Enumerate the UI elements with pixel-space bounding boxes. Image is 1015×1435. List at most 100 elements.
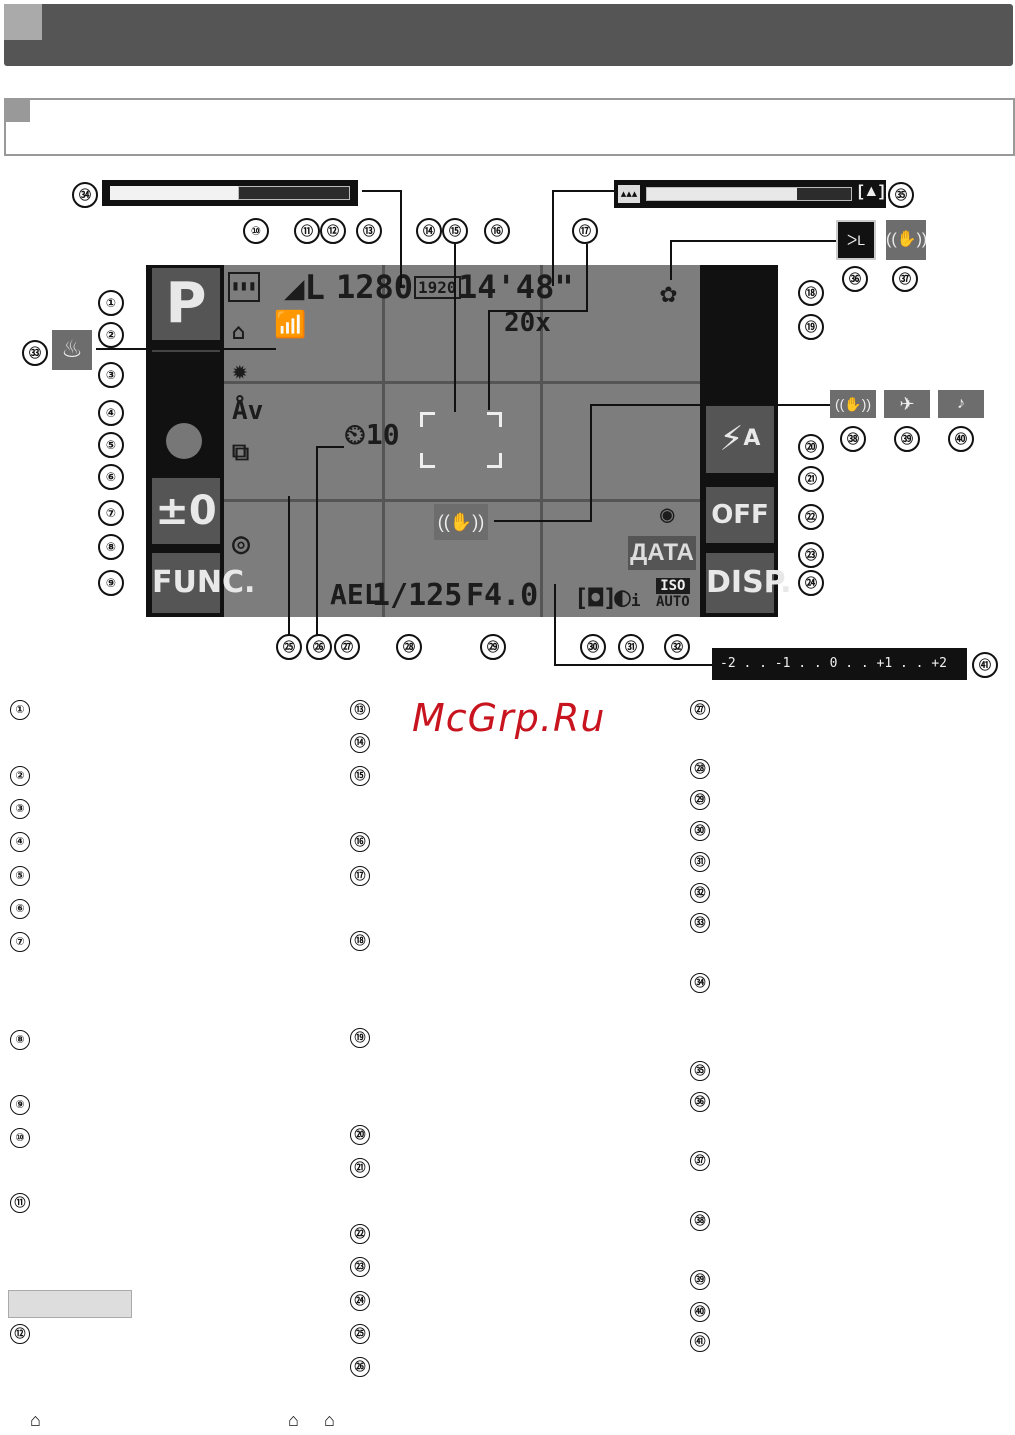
callout-11: ⑪ — [294, 218, 320, 244]
legend-number: ⑪ — [10, 1193, 30, 1213]
blink-detection-icon: ᐳL — [836, 220, 876, 260]
legend-number: ㉓ — [350, 1257, 370, 1277]
compression-icon: ◢L — [284, 268, 325, 308]
callout-2: ② — [98, 322, 124, 348]
wifi-icon: 📶 — [274, 310, 307, 340]
callout-36: ㊱ — [842, 266, 868, 292]
aperture-value: F4.0 — [466, 578, 539, 613]
camera-orientation-icon: ⌂ — [288, 1410, 299, 1430]
leader-line — [400, 190, 402, 288]
leader-line — [454, 244, 456, 412]
section-header-marker — [4, 98, 30, 122]
legend-number: ① — [10, 700, 30, 720]
callout-19: ⑲ — [798, 314, 824, 340]
exposure-comp-value: ±0 — [155, 488, 217, 534]
metering-icon: [◘] — [574, 584, 618, 612]
legend-number: ④ — [10, 832, 30, 852]
grid-line-v1 — [382, 265, 385, 617]
legend-number: ㉝ — [690, 913, 710, 933]
camera-shake-warning-icon: ((✋)) — [434, 504, 488, 540]
camera-orientation-icon: ⌂ — [232, 320, 246, 345]
camera-orientation-icon: ⌂ — [324, 1410, 335, 1430]
callout-9: ⑨ — [98, 570, 124, 596]
leader-line — [586, 244, 588, 310]
callout-6: ⑥ — [98, 464, 124, 490]
legend-number: ⑧ — [10, 1030, 30, 1050]
leader-line — [552, 190, 554, 286]
legend-number: ㉖ — [350, 1357, 370, 1377]
lamp-icon: ♨ — [52, 330, 92, 370]
callout-16: ⑯ — [484, 218, 510, 244]
shutter-button[interactable] — [166, 423, 202, 459]
leader-line — [494, 520, 592, 522]
disp-button[interactable]: DISP. — [706, 553, 792, 613]
callout-14: ⑭ — [416, 218, 442, 244]
callout-28: ㉘ — [396, 634, 422, 660]
leader-line — [590, 404, 592, 520]
callout-30: ㉚ — [580, 634, 606, 660]
legend-number: ㊴ — [690, 1270, 710, 1290]
legend-number: ㊶ — [690, 1332, 710, 1352]
focus-range-bar: ▴▴▴ [▲] — [614, 180, 886, 208]
callout-21: ㉑ — [798, 466, 824, 492]
callout-35: ㉟ — [888, 182, 914, 208]
callout-3: ③ — [98, 362, 124, 388]
red-eye-icon: ◉ — [660, 500, 675, 528]
callout-5: ⑤ — [98, 432, 124, 458]
leader-line — [96, 348, 276, 350]
callout-31: ㉛ — [618, 634, 644, 660]
callout-17: ⑰ — [572, 218, 598, 244]
touch-shutter-label: OFF — [711, 500, 769, 530]
infinity-mountain-icon: [▲] — [858, 183, 885, 200]
leader-line — [554, 584, 556, 666]
func-button[interactable]: FUNC. — [152, 553, 255, 613]
callout-22: ㉒ — [798, 504, 824, 530]
legend-number: ⑰ — [350, 866, 370, 886]
legend-number: ③ — [10, 799, 30, 819]
callout-37: ㊲ — [892, 266, 918, 292]
legend-number: ⑳ — [350, 1125, 370, 1145]
legend-number: ⑨ — [10, 1095, 30, 1115]
leader-line — [670, 240, 672, 280]
flash-button[interactable]: ⚡A — [706, 405, 774, 473]
macro-tulip-icon: ✿ — [660, 276, 677, 309]
shutter-speed: 1/125 — [372, 578, 463, 613]
legend-number: ㉟ — [690, 1061, 710, 1081]
callout-34: ㉞ — [72, 182, 98, 208]
callout-40: ㊵ — [948, 426, 974, 452]
drive-mode-icon: ⧉ — [232, 438, 250, 466]
callout-10: ⑩ — [243, 218, 269, 244]
remaining-time: 14'48" — [458, 268, 574, 306]
leader-line — [316, 446, 318, 636]
callout-26: ㉖ — [306, 634, 332, 660]
callout-24: ㉔ — [798, 570, 824, 596]
legend-number: ⑮ — [350, 766, 370, 786]
battery-icon: ▮▮▮ — [228, 272, 260, 302]
airplane-mode-icon: ✈ — [884, 390, 930, 418]
image-size-label: L — [304, 268, 325, 308]
legend-number: ㊵ — [690, 1302, 710, 1322]
leader-line — [488, 310, 490, 410]
panel-divider — [152, 350, 220, 352]
af-frame — [420, 412, 502, 468]
zoom-bar-fill — [110, 186, 238, 200]
shooting-mode-label: P — [165, 271, 207, 336]
focus-range-track — [646, 187, 852, 201]
leader-line — [362, 190, 402, 192]
wind-filter-icon: ♪ — [938, 390, 984, 418]
shooting-mode-button[interactable]: P — [152, 268, 220, 340]
legend-number: ㉒ — [350, 1224, 370, 1244]
flash-mode-label: A — [743, 426, 761, 451]
legend-number: ⑩ — [10, 1128, 30, 1148]
exposure-comp-button[interactable]: ±0 — [152, 478, 220, 544]
chapter-header-bar — [4, 4, 1013, 66]
chapter-header-marker — [4, 4, 42, 40]
legend-number: ⑫ — [10, 1324, 30, 1344]
exposure-level-scale: -2 . . -1 . . 0 . . +1 . . +2 — [712, 648, 967, 680]
touch-shutter-button[interactable]: OFF☝ — [706, 487, 774, 586]
leader-line — [670, 240, 836, 242]
self-timer-value: 10 — [365, 418, 400, 451]
zoom-bar-empty — [238, 186, 350, 200]
disp-button-label: DISP. — [706, 565, 792, 600]
callout-15: ⑮ — [442, 218, 468, 244]
